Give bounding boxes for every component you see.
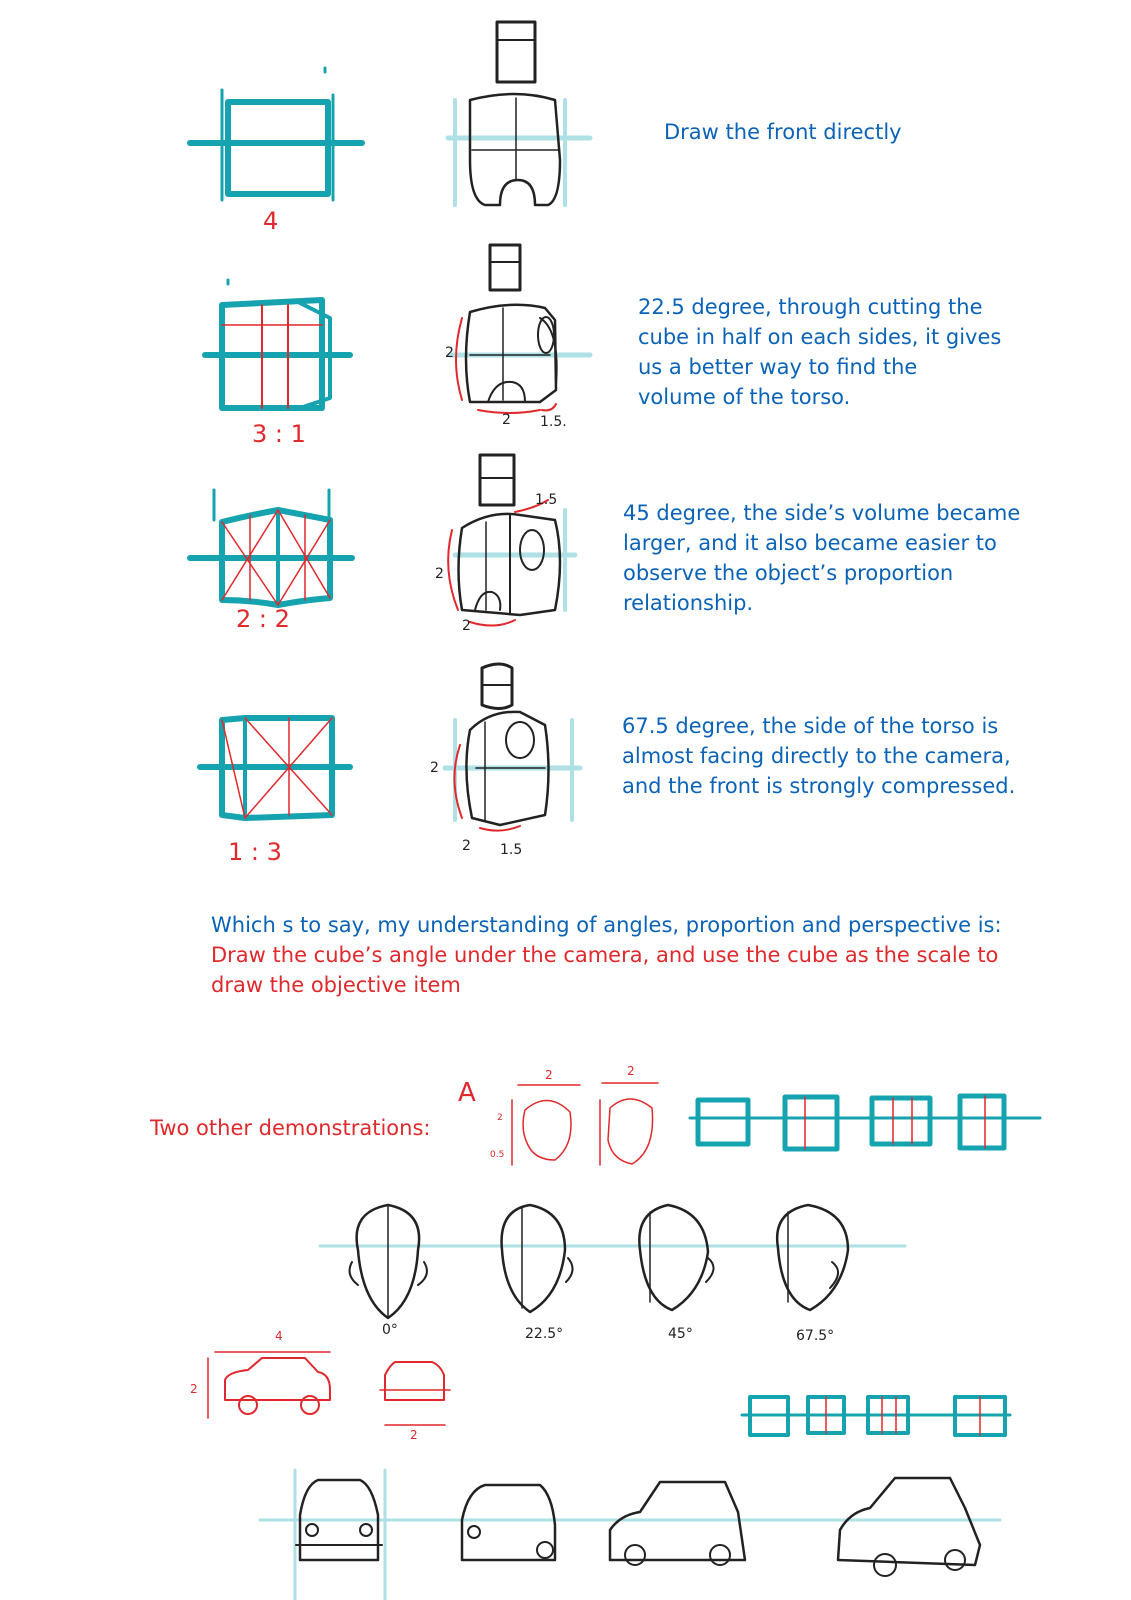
caption-front-view: Draw the front directly bbox=[664, 120, 902, 144]
torso-measure: 2 bbox=[502, 412, 511, 428]
torso-measure: 1.5 bbox=[500, 842, 523, 858]
caption-line: cube in half on each sides, it gives bbox=[638, 325, 1002, 349]
head-measure-sketches bbox=[511, 1082, 659, 1166]
cube-22-5-view bbox=[202, 278, 353, 411]
mini-cube-row-a bbox=[688, 1093, 1042, 1152]
car-measure: 4 bbox=[275, 1329, 283, 1343]
torso-measure: 2 bbox=[462, 618, 471, 634]
car-angle-sketches bbox=[258, 1468, 1002, 1600]
ratio-label-45: 2 : 2 bbox=[236, 605, 290, 633]
caption-line: volume of the torso. bbox=[638, 385, 851, 409]
torso-front-view bbox=[445, 20, 593, 207]
caption-45-degree: 45 degree, the side’s volume became larg… bbox=[623, 498, 1020, 618]
summary-line-1: Which s to say, my understanding of angl… bbox=[211, 913, 1002, 937]
caption-line: relationship. bbox=[623, 591, 754, 615]
demonstrations-label: Two other demonstrations: bbox=[150, 1116, 431, 1140]
torso-measure: 2 bbox=[430, 760, 439, 776]
torso-45-view bbox=[447, 453, 578, 627]
caption-line: almost facing directly to the camera, bbox=[622, 744, 1011, 768]
caption-line: 45 degree, the side’s volume became bbox=[623, 501, 1021, 525]
caption-line: us a better way to find the bbox=[638, 355, 918, 379]
caption-line: 22.5 degree, through cutting the bbox=[638, 295, 983, 319]
ratio-label-front: 4 bbox=[263, 207, 279, 235]
cube-45-view bbox=[187, 488, 355, 608]
torso-measure: 2 bbox=[462, 838, 471, 854]
caption-line: observe the object’s proportion bbox=[623, 561, 954, 585]
head-measure: 2 bbox=[627, 1064, 635, 1078]
torso-67-5-view bbox=[442, 662, 583, 832]
summary-block: Which s to say, my understanding of angl… bbox=[211, 910, 1002, 1000]
torso-22-5-view bbox=[447, 243, 593, 414]
car-measure: 2 bbox=[190, 1382, 198, 1396]
car-measure-sketches bbox=[207, 1351, 451, 1426]
head-angle-sketches bbox=[318, 1203, 907, 1320]
summary-line-2: Draw the cube’s angle under the camera, … bbox=[211, 943, 999, 967]
caption-line: larger, and it also became easier to bbox=[623, 531, 997, 555]
torso-measure: 2 bbox=[435, 566, 444, 582]
caption-line: and the front is strongly compressed. bbox=[622, 774, 1016, 798]
head-measure: 2 bbox=[497, 1113, 503, 1123]
mini-cube-row-b bbox=[740, 1395, 1012, 1437]
head-measure: 0.5 bbox=[490, 1150, 505, 1160]
summary-line-3: draw the objective item bbox=[211, 973, 461, 997]
cube-67-5-view bbox=[197, 715, 353, 821]
torso-measure: 1.5. bbox=[540, 414, 567, 430]
head-angle-label: 45° bbox=[668, 1326, 693, 1342]
torso-measure: 2 bbox=[445, 345, 454, 361]
head-measure: 2 bbox=[545, 1068, 553, 1082]
caption-line: 67.5 degree, the side of the torso is bbox=[622, 714, 999, 738]
cube-front-view bbox=[187, 66, 365, 202]
caption-22-5-degree: 22.5 degree, through cutting the cube in… bbox=[638, 292, 1001, 412]
head-angle-label: 0° bbox=[382, 1322, 398, 1338]
head-angle-label: 67.5° bbox=[796, 1328, 835, 1344]
ratio-label-22-5: 3 : 1 bbox=[252, 420, 306, 448]
section-marker: A bbox=[458, 1078, 476, 1108]
torso-measure: 1.5 bbox=[535, 492, 558, 508]
head-angle-label: 22.5° bbox=[525, 1326, 564, 1342]
car-measure: 2 bbox=[410, 1428, 418, 1442]
caption-67-5-degree: 67.5 degree, the side of the torso is al… bbox=[622, 711, 1015, 801]
ratio-label-67-5: 1 : 3 bbox=[228, 838, 282, 866]
